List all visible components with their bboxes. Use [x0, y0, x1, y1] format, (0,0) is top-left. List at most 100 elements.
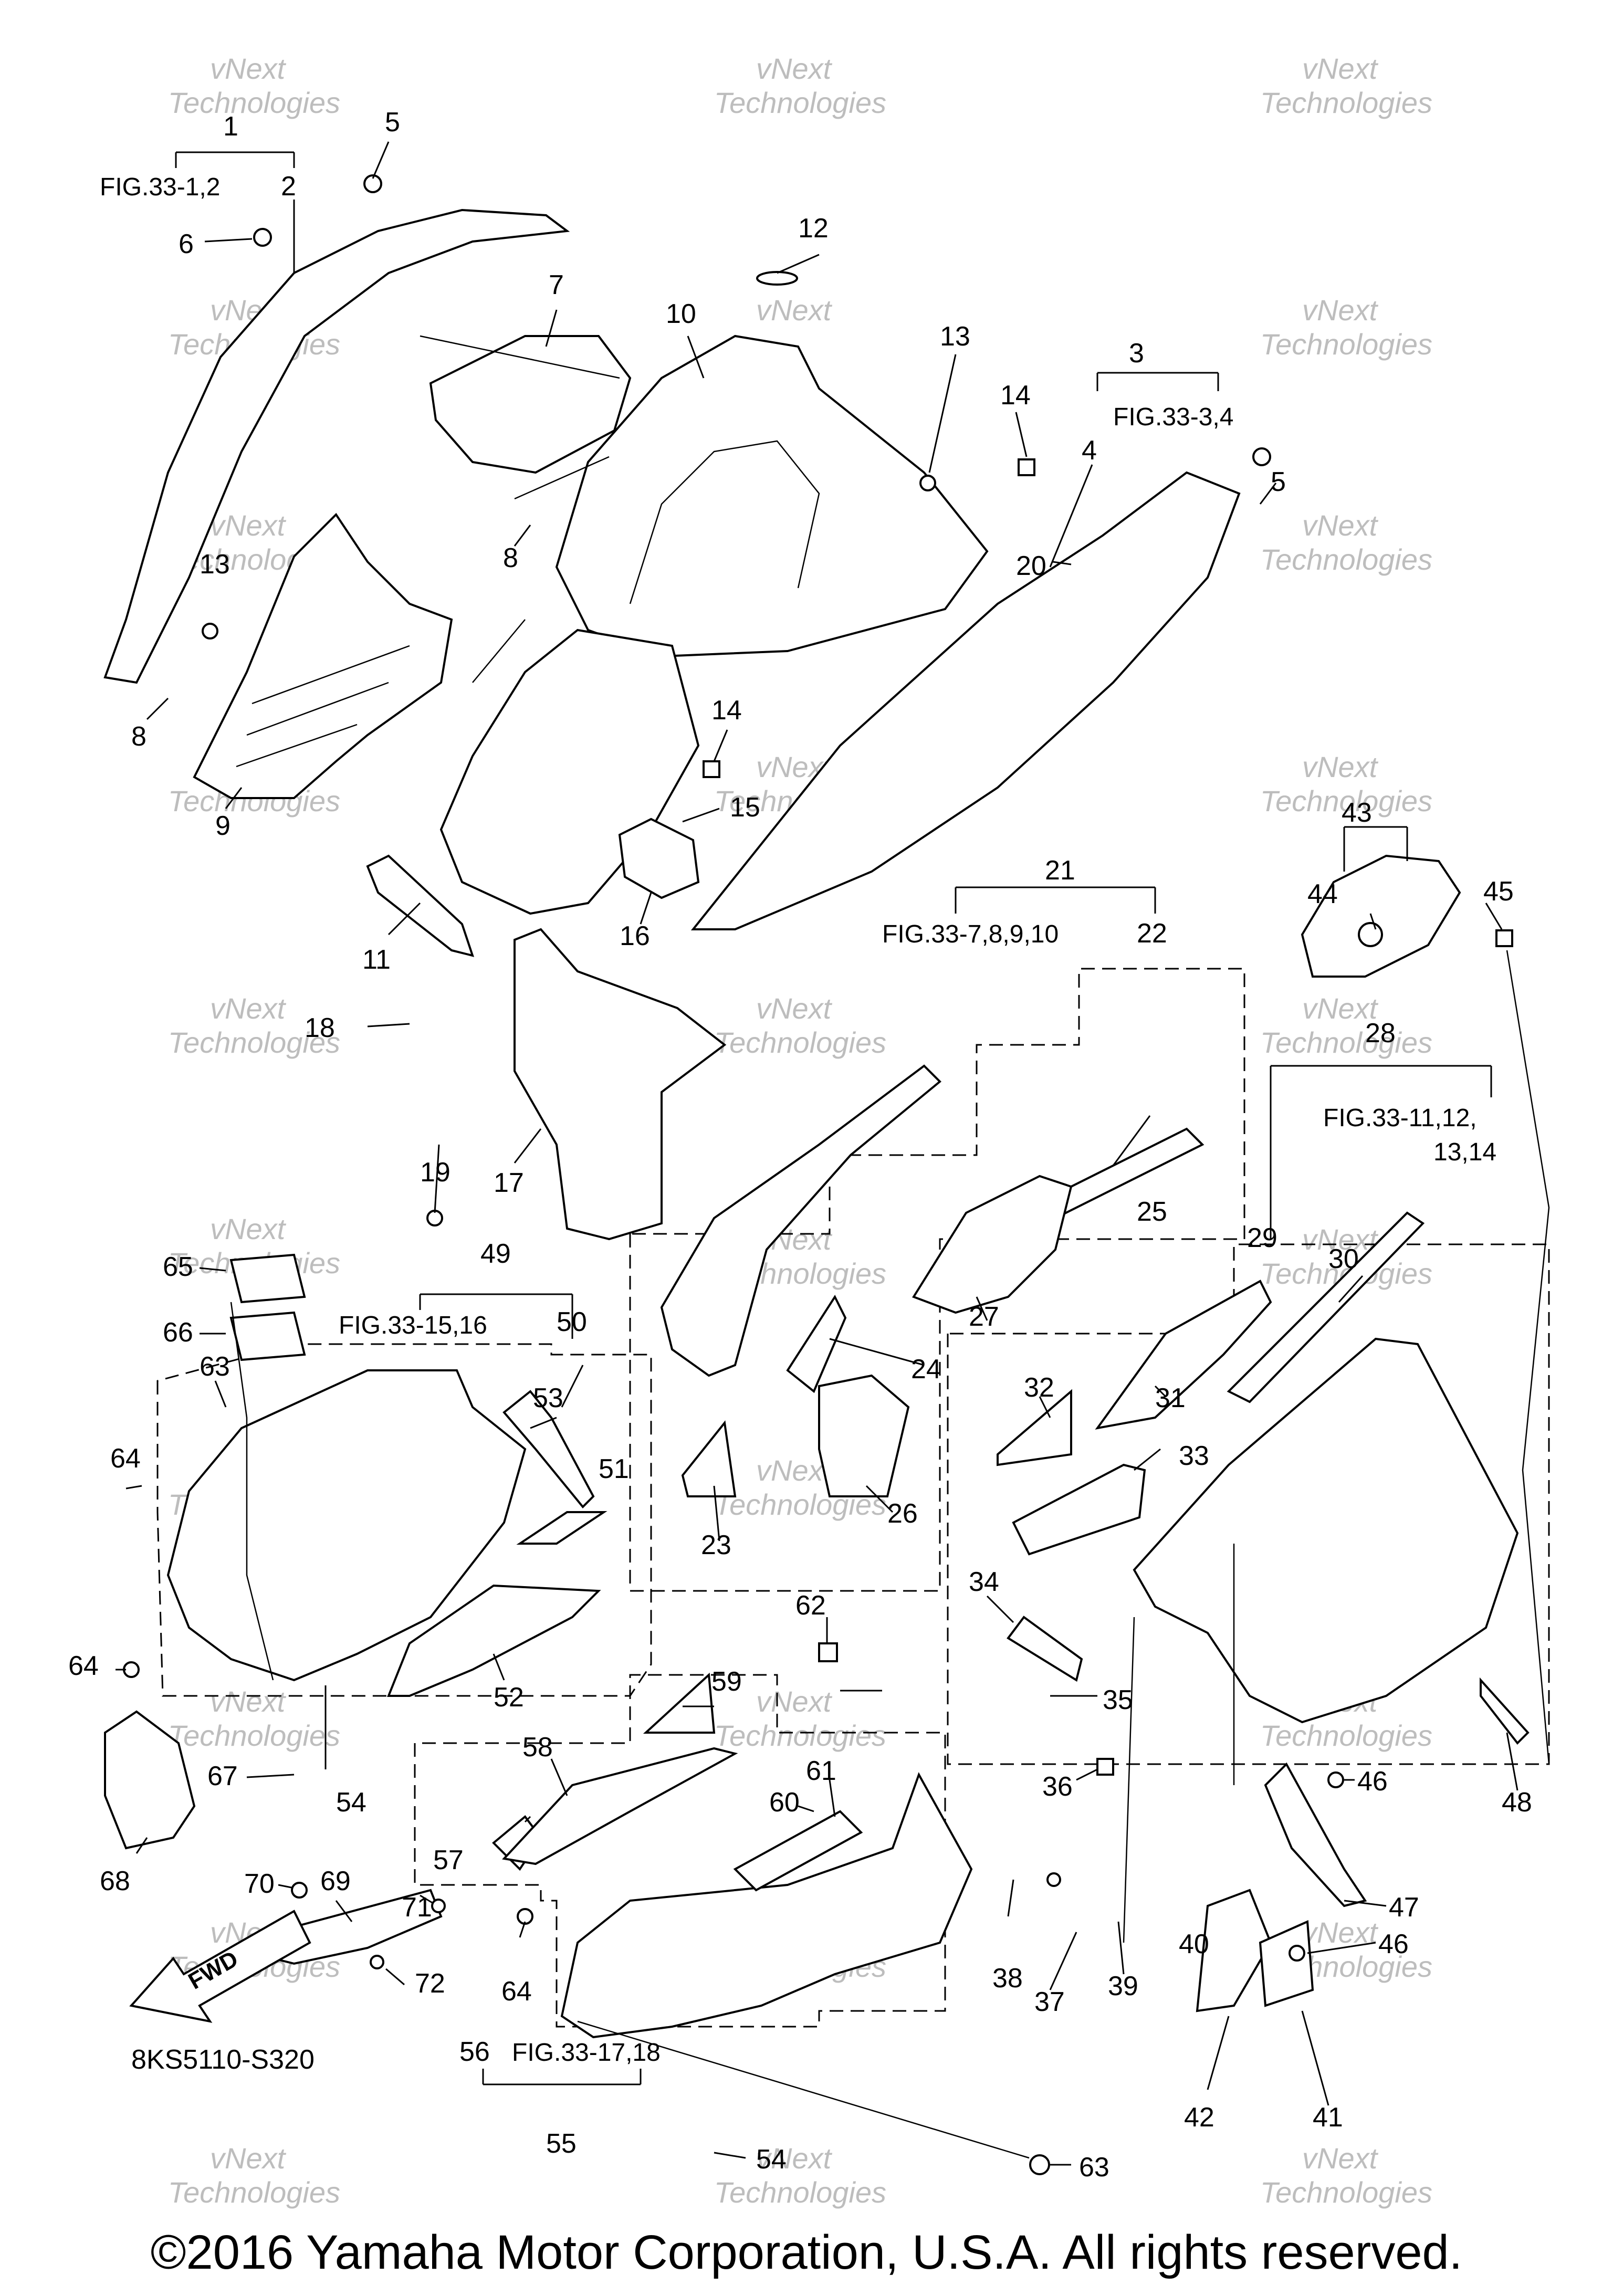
assembly-lines-upper	[420, 335, 620, 683]
leader-15	[682, 808, 720, 823]
callout: 67	[207, 1761, 238, 1791]
part-42-mesh	[1196, 1889, 1272, 2012]
part-17-frame	[514, 928, 727, 1241]
callout: 46	[1378, 1929, 1409, 1959]
callout: 5	[1271, 467, 1286, 497]
callout: 28	[1365, 1018, 1396, 1049]
watermark-word: vNext	[1302, 2142, 1379, 2175]
bolt-46-icon	[1327, 1771, 1344, 1788]
part-11-grille	[366, 854, 475, 957]
watermark-word: vNext	[210, 1212, 287, 1245]
bracket-43	[1343, 826, 1408, 872]
leader-10	[687, 336, 705, 379]
callout: 72	[415, 1968, 445, 1999]
callout: 42	[1184, 2102, 1214, 2133]
part-66-gasket	[229, 1311, 306, 1361]
watermark-word: vNext	[756, 992, 833, 1025]
leader-63b	[214, 1380, 227, 1408]
callout: 31	[1155, 1383, 1186, 1413]
leader-8	[514, 525, 531, 547]
callout: 13	[200, 549, 230, 580]
watermark-word: vNext	[1302, 1223, 1379, 1256]
callout: 55	[546, 2129, 577, 2159]
leader-51	[561, 1365, 584, 1408]
leader-13	[928, 354, 957, 473]
watermark-word: vNext	[756, 52, 833, 85]
leader-14	[1015, 412, 1028, 457]
cap-12-icon	[756, 271, 798, 286]
watermark-word: Technologies	[1260, 784, 1432, 817]
leader-27	[976, 1296, 988, 1321]
clip-36-icon	[1096, 1758, 1114, 1776]
callout: 29	[1247, 1223, 1277, 1253]
callout: 54	[756, 2144, 787, 2175]
watermark-word: vNext	[756, 293, 833, 327]
leader-4	[1049, 464, 1093, 568]
leader-60	[798, 1805, 814, 1812]
callout: 38	[992, 1963, 1023, 1994]
callout: 61	[806, 1756, 836, 1786]
leader-18	[367, 1023, 410, 1028]
bracket-3	[1096, 372, 1219, 391]
callout: 22	[1137, 918, 1167, 949]
watermark-word: vNext	[210, 1685, 287, 1718]
callout: 39	[1108, 1971, 1138, 2001]
leader-47	[1344, 1900, 1387, 1907]
callout: 1	[223, 111, 238, 142]
group-box-49	[156, 1343, 652, 1697]
callout: 45	[1483, 876, 1514, 907]
leader-30	[1338, 1275, 1364, 1303]
callout: 16	[620, 921, 650, 951]
fwd-arrow-icon	[129, 1910, 311, 2023]
leader-42	[1207, 2016, 1230, 2090]
leader-16	[640, 892, 652, 925]
watermark-word: Technologies	[1260, 1719, 1432, 1752]
fig-ref: FIG.33-3,4	[1113, 403, 1233, 431]
callout: 66	[163, 1317, 193, 1348]
parts-layer	[103, 208, 1530, 2039]
watermark-word: vNext	[756, 1685, 833, 1718]
part-27-window	[912, 1175, 1073, 1314]
leader-20	[1052, 561, 1072, 565]
part-53-bracket	[502, 1390, 595, 1508]
leader-24	[829, 1338, 925, 1366]
bolt-70-icon	[291, 1882, 308, 1899]
callout: 44	[1307, 879, 1338, 909]
callout: 50	[557, 1307, 587, 1337]
diagram-code: 8KS5110-S320	[131, 2045, 315, 2075]
callout: 43	[1342, 798, 1372, 828]
fig-ref: FIG.33-1,2	[100, 173, 220, 201]
part-31-window	[1095, 1280, 1272, 1430]
callout: 64	[501, 1976, 532, 2007]
watermark-word: vNext	[756, 2142, 833, 2175]
part-9-ribs	[236, 645, 410, 768]
watermark-word: vNext	[756, 1454, 833, 1487]
leader-61	[829, 1779, 836, 1817]
leader-32	[1039, 1396, 1051, 1418]
callout: 2	[281, 171, 296, 202]
callout: 20	[1016, 551, 1046, 581]
leader-5b	[1259, 483, 1277, 505]
watermark-word: vNext	[210, 509, 287, 542]
leader-38	[1007, 1879, 1014, 1917]
callout: 7	[549, 270, 564, 300]
watermark-word: vNext	[1302, 52, 1379, 85]
callout: 64	[110, 1443, 141, 1474]
leader-67	[246, 1774, 295, 1778]
leader-57	[524, 1816, 531, 1823]
callout: 3	[1129, 338, 1144, 369]
callout: 10	[666, 299, 696, 329]
callout: 64	[68, 1651, 99, 1681]
figure-references: FIG.33-1,2 FIG.33-3,4 FIG.33-7,8,9,10 FI…	[100, 173, 1496, 2067]
washer-40-icon	[1046, 1872, 1061, 1887]
callout: 52	[494, 1682, 524, 1713]
callout: 24	[911, 1354, 941, 1385]
clip-45-icon	[1495, 929, 1513, 947]
part-9-front-cover	[193, 512, 453, 799]
leader-65	[199, 1267, 226, 1272]
part-52-strip	[387, 1584, 601, 1697]
callout: 5	[385, 107, 400, 138]
part-33-pad	[1012, 1463, 1146, 1556]
watermark-word: Technologies	[714, 1026, 886, 1059]
part-34-plate	[1007, 1616, 1083, 1682]
